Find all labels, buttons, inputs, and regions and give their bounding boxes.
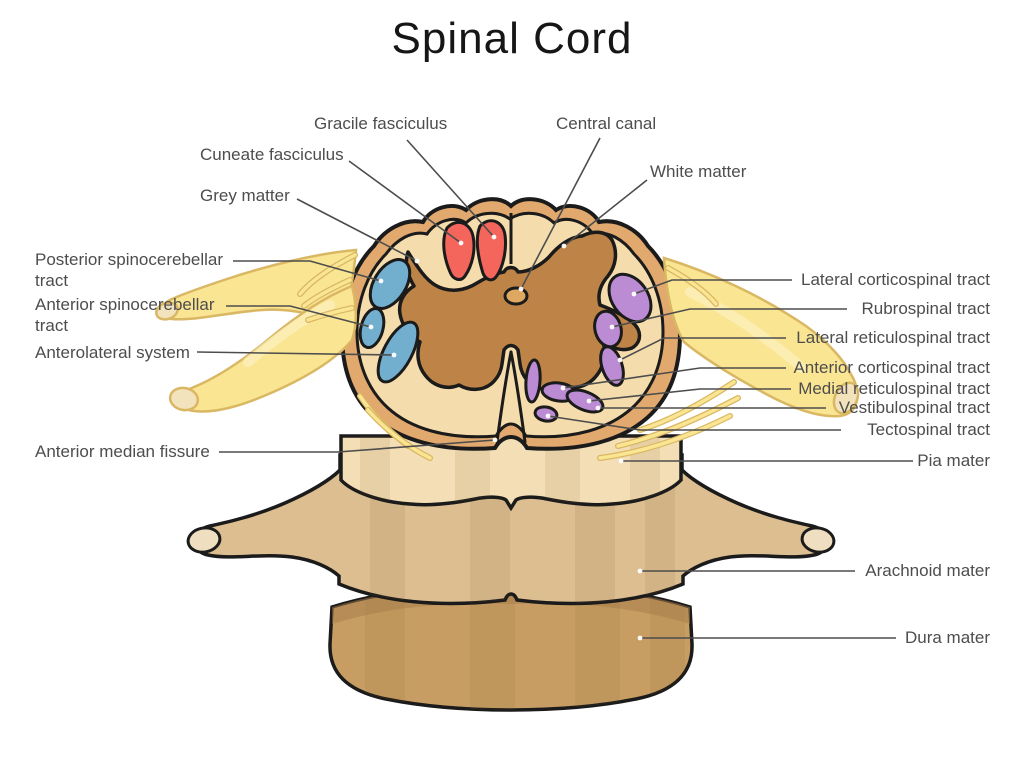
right-nerve-tip: [832, 381, 860, 415]
gracile-fasciculus-shape: [475, 219, 507, 282]
posterior-spinocerebellar-shape: [368, 258, 412, 310]
leader-lines: [196, 137, 913, 639]
label-grey-matter: Grey matter: [200, 186, 290, 205]
label-tectospinal-tract: Tectospinal tract: [867, 420, 990, 439]
right-horn-tip: [800, 526, 836, 554]
label-anterior-spinocerebellar-tract: Anterior spinocerebellar tract: [35, 295, 215, 335]
left-nerve-upper-tip: [155, 301, 179, 321]
label-anterior-median-fissure: Anterior median fissure: [35, 442, 210, 461]
label-pia-mater: Pia mater: [917, 451, 990, 470]
label-central-canal: Central canal: [556, 114, 657, 133]
left-horn-tip: [186, 526, 222, 554]
label-lateral-reticulospinal-tract: Lateral reticulospinal tract: [796, 328, 990, 347]
lateral-reticulospinal-shape: [599, 345, 625, 387]
label-dura-mater: Dura mater: [904, 628, 990, 647]
central-canal-shape: [503, 286, 529, 306]
cross-section: [339, 197, 683, 451]
label-cuneate-fasciculus: Cuneate fasciculus: [200, 145, 344, 164]
label-lateral-corticospinal-tract: Lateral corticospinal tract: [801, 270, 990, 289]
anterior-median-fissure-left-edge: [495, 350, 513, 444]
anterior-corticospinal-shape: [524, 358, 542, 404]
cuneate-fasciculus-shape: [442, 220, 476, 281]
dura-mater-layer: [328, 584, 694, 712]
label-gracile-fasciculus: Gracile fasciculus: [314, 114, 448, 133]
label-vestibulospinal-tract: Vestibulospinal tract: [838, 398, 990, 417]
leader-dots: [368, 234, 643, 641]
label-arachnoid-mater: Arachnoid mater: [865, 561, 990, 580]
left-nerve-tip: [168, 386, 200, 412]
label-medial-reticulospinal-tract: Medial reticulospinal tract: [798, 379, 990, 398]
label-posterior-spinocerebellar-tract: Posterior spinocerebellar tract: [35, 250, 224, 290]
label-rubrospinal-tract: Rubrospinal tract: [861, 299, 990, 318]
spinal-nerves: [155, 248, 860, 461]
nerve-rootlets: [297, 252, 741, 461]
diagram-title: Spinal Cord: [391, 14, 633, 63]
label-anterolateral-system: Anterolateral system: [35, 343, 190, 362]
anterolateral-system-shape: [376, 320, 420, 384]
tectospinal-shape: [533, 405, 559, 423]
anterior-median-fissure-right-edge: [509, 350, 527, 444]
label-white-matter: White matter: [650, 162, 747, 181]
label-anterior-corticospinal-tract: Anterior corticospinal tract: [793, 358, 990, 377]
